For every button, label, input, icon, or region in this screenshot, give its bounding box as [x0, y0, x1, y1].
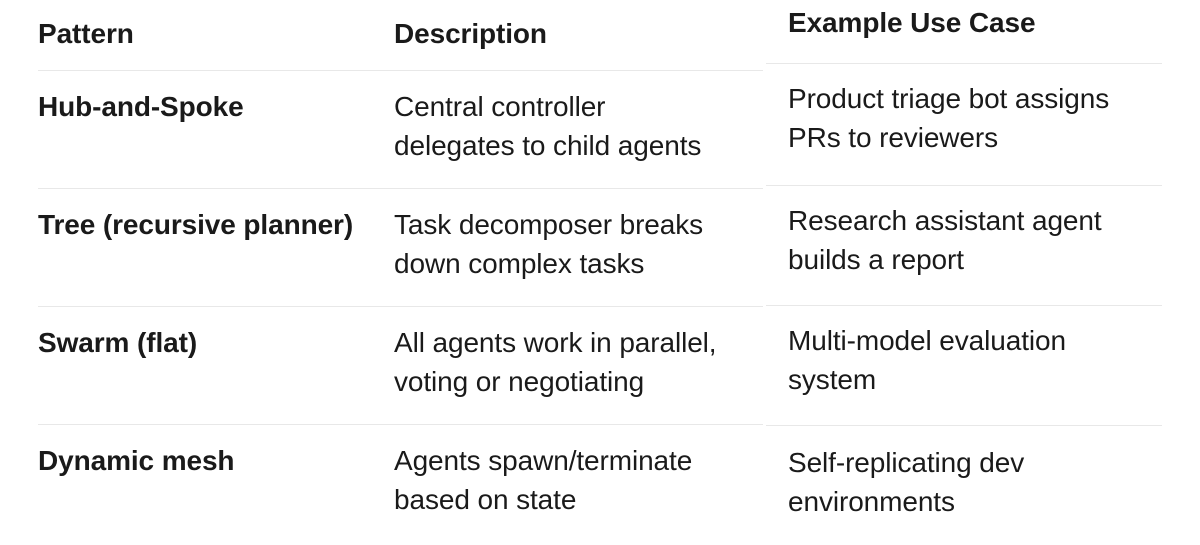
description-line: Agents spawn/terminate: [394, 445, 693, 476]
example-line: Research assistant agent: [788, 205, 1102, 236]
column-header-description: Description: [394, 18, 547, 49]
description-cell: All agents work in parallel, voting or n…: [394, 307, 763, 424]
example-use-case-panel: Example Use Case Product triage bot assi…: [766, 0, 1162, 545]
table-header-row: Pattern Description: [38, 0, 763, 71]
example-cell: Self-replicating dev environments: [766, 426, 1162, 545]
table-row: Tree (recursive planner) Task decomposer…: [38, 189, 763, 307]
pattern-description-panel: Pattern Description Hub-and-Spoke Centra…: [38, 0, 763, 545]
example-line: builds a report: [788, 244, 964, 275]
example-cell: Multi-model evaluation system: [766, 306, 1162, 426]
example-line: environments: [788, 486, 955, 517]
table-row: Swarm (flat) All agents work in parallel…: [38, 307, 763, 425]
column-header-pattern: Pattern: [38, 18, 134, 49]
description-line: Central controller: [394, 91, 606, 122]
description-cell: Task decomposer breaks down complex task…: [394, 189, 763, 306]
description-line: All agents work in parallel,: [394, 327, 717, 358]
pattern-cell: Swarm (flat): [38, 327, 198, 358]
example-cell: Product triage bot assigns PRs to review…: [766, 64, 1162, 186]
description-cell: Central controller delegates to child ag…: [394, 71, 763, 188]
example-line: PRs to reviewers: [788, 122, 999, 153]
example-line: system: [788, 364, 877, 395]
description-line: Task decomposer breaks: [394, 209, 704, 240]
description-line: delegates to child agents: [394, 130, 702, 161]
description-line: based on state: [394, 484, 577, 515]
example-line: Self-replicating dev: [788, 447, 1025, 478]
description-line: down complex tasks: [394, 248, 645, 279]
table-row: Hub-and-Spoke Central controller delegat…: [38, 71, 763, 189]
pattern-cell: Hub-and-Spoke: [38, 91, 244, 122]
example-line: Product triage bot assigns: [788, 83, 1110, 114]
example-cell: Research assistant agent builds a report: [766, 186, 1162, 306]
pattern-cell: Dynamic mesh: [38, 445, 235, 476]
description-line: voting or negotiating: [394, 366, 645, 397]
table-row: Dynamic mesh Agents spawn/terminate base…: [38, 425, 763, 545]
description-cell: Agents spawn/terminate based on state: [394, 425, 763, 545]
example-line: Multi-model evaluation: [788, 325, 1066, 356]
pattern-cell: Tree (recursive planner): [38, 209, 354, 240]
column-header-example-use-case: Example Use Case: [766, 0, 1162, 64]
